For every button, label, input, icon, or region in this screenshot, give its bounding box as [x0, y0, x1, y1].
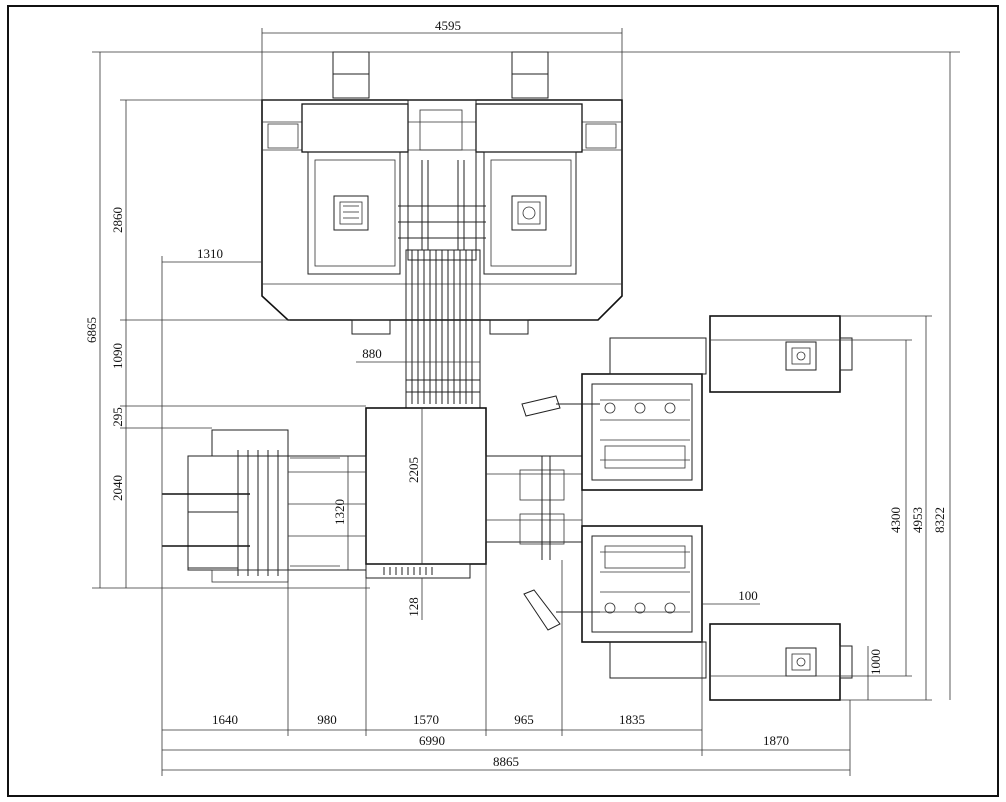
dim-8322: 8322 — [932, 507, 947, 533]
dim-1000: 1000 — [868, 649, 883, 675]
dimension-lines — [92, 28, 960, 776]
central-platform — [365, 407, 487, 579]
dim-1320: 1320 — [332, 499, 347, 525]
dim-965: 965 — [514, 712, 534, 727]
dim-1090: 1090 — [110, 343, 125, 369]
dim-980: 980 — [317, 712, 337, 727]
dim-295: 295 — [110, 407, 125, 427]
dim-1835: 1835 — [619, 712, 645, 727]
dim-platform: 2205 — [406, 457, 421, 483]
right-lower-station — [523, 525, 707, 679]
dim-side-offset: 1310 — [197, 246, 223, 261]
right-transfer-rails — [485, 455, 583, 560]
dim-4300: 4300 — [888, 507, 903, 533]
dim-1870: 1870 — [763, 733, 789, 748]
dim-upper-unit: 2860 — [110, 207, 125, 233]
dim-1570: 1570 — [413, 712, 439, 727]
right-bottom-cabinet — [709, 623, 853, 701]
dimension-labels: 4595 6865 2860 1310 1090 880 295 2040 22… — [84, 18, 947, 769]
left-feeder-unit — [162, 429, 367, 583]
dim-1640: 1640 — [212, 712, 238, 727]
dim-128: 128 — [406, 597, 421, 617]
dim-lower-unit: 2040 — [110, 475, 125, 501]
dim-100: 100 — [738, 588, 758, 603]
dim-4953: 4953 — [910, 507, 925, 533]
dim-conveyor-width: 880 — [362, 346, 382, 361]
dim-total-8865: 8865 — [493, 754, 519, 769]
right-upper-station — [521, 337, 707, 491]
dim-left-total: 6865 — [84, 317, 99, 343]
dim-6990: 6990 — [419, 733, 445, 748]
right-top-cabinet — [709, 315, 853, 393]
drawing-border — [7, 5, 999, 797]
dim-top-width: 4595 — [435, 18, 461, 33]
vertical-conveyor — [405, 249, 481, 409]
upper-twin-unit — [261, 51, 623, 335]
